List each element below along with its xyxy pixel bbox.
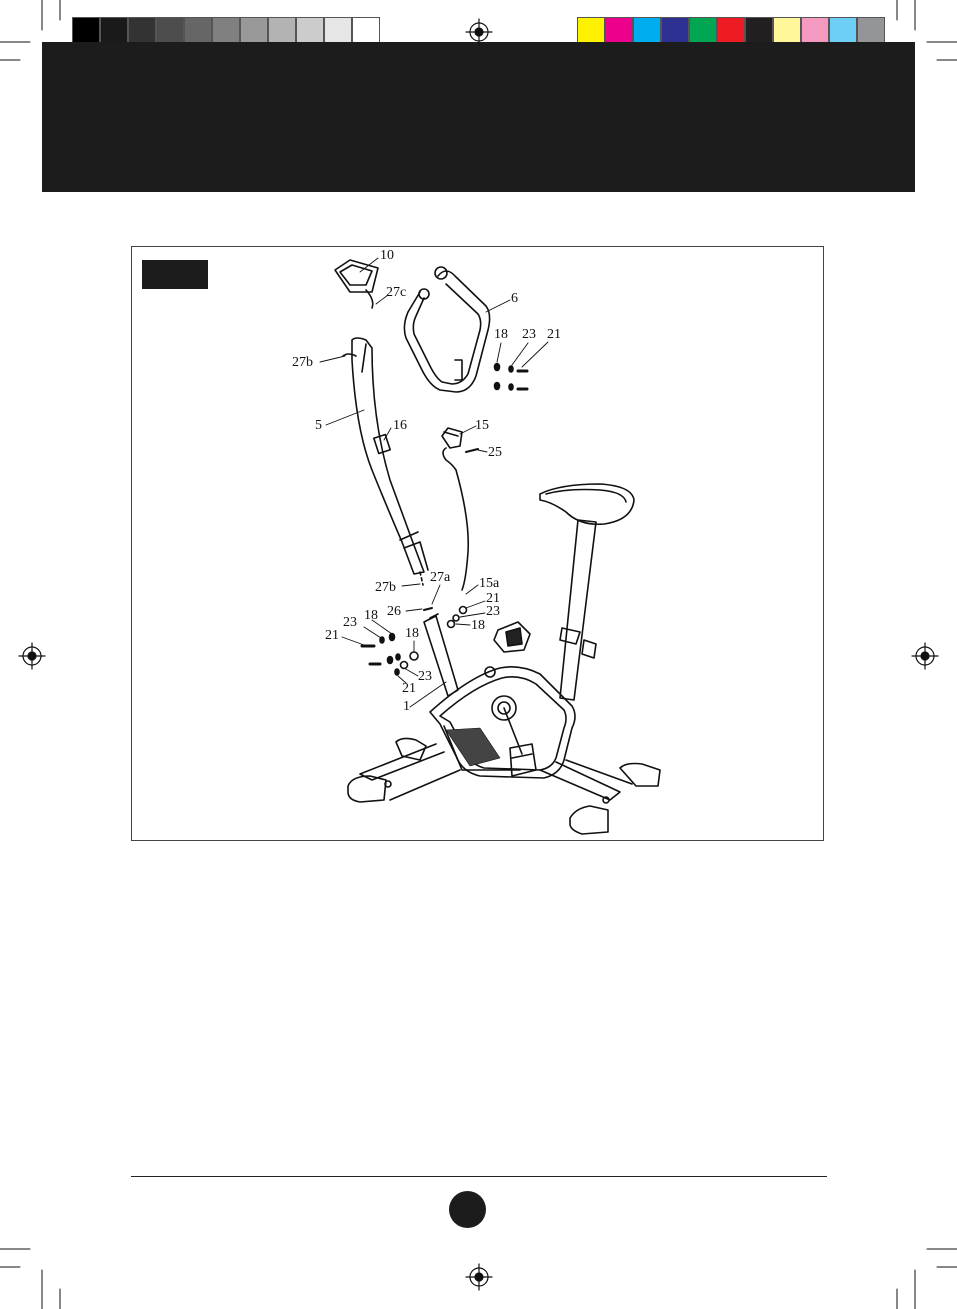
label-27c: 27c [386,286,406,300]
label-21-left: 21 [325,629,339,643]
handlebar-part [404,267,489,392]
main-frame-part [348,484,660,834]
label-5: 5 [315,419,322,433]
label-26: 26 [387,605,401,619]
handlebar-hardware [495,364,528,391]
registration-marks [19,19,938,1290]
label-23-right: 23 [486,605,500,619]
label-23-lower: 23 [418,670,432,684]
label-21-lower: 21 [402,682,416,696]
label-23-top: 23 [522,328,536,342]
tension-knob-part [442,428,478,590]
label-27b-top: 27b [292,356,313,370]
upright-tube-part [343,338,428,585]
label-1: 1 [403,700,410,714]
label-18-lower: 18 [405,627,419,641]
label-16: 16 [393,419,407,433]
label-27b-mid: 27b [375,581,396,595]
page-number-badge [449,1191,486,1228]
footer-rule [131,1176,827,1177]
label-23-left: 23 [343,616,357,630]
label-18-top: 18 [494,328,508,342]
label-18-right: 18 [471,619,485,633]
label-15a: 15a [479,577,499,591]
label-21-top: 21 [547,328,561,342]
label-10: 10 [380,249,394,263]
label-25: 25 [488,446,502,460]
label-27a: 27a [430,571,450,585]
label-6: 6 [511,292,518,306]
label-18-left: 18 [364,609,378,623]
console-part [335,260,378,308]
label-15: 15 [475,419,489,433]
